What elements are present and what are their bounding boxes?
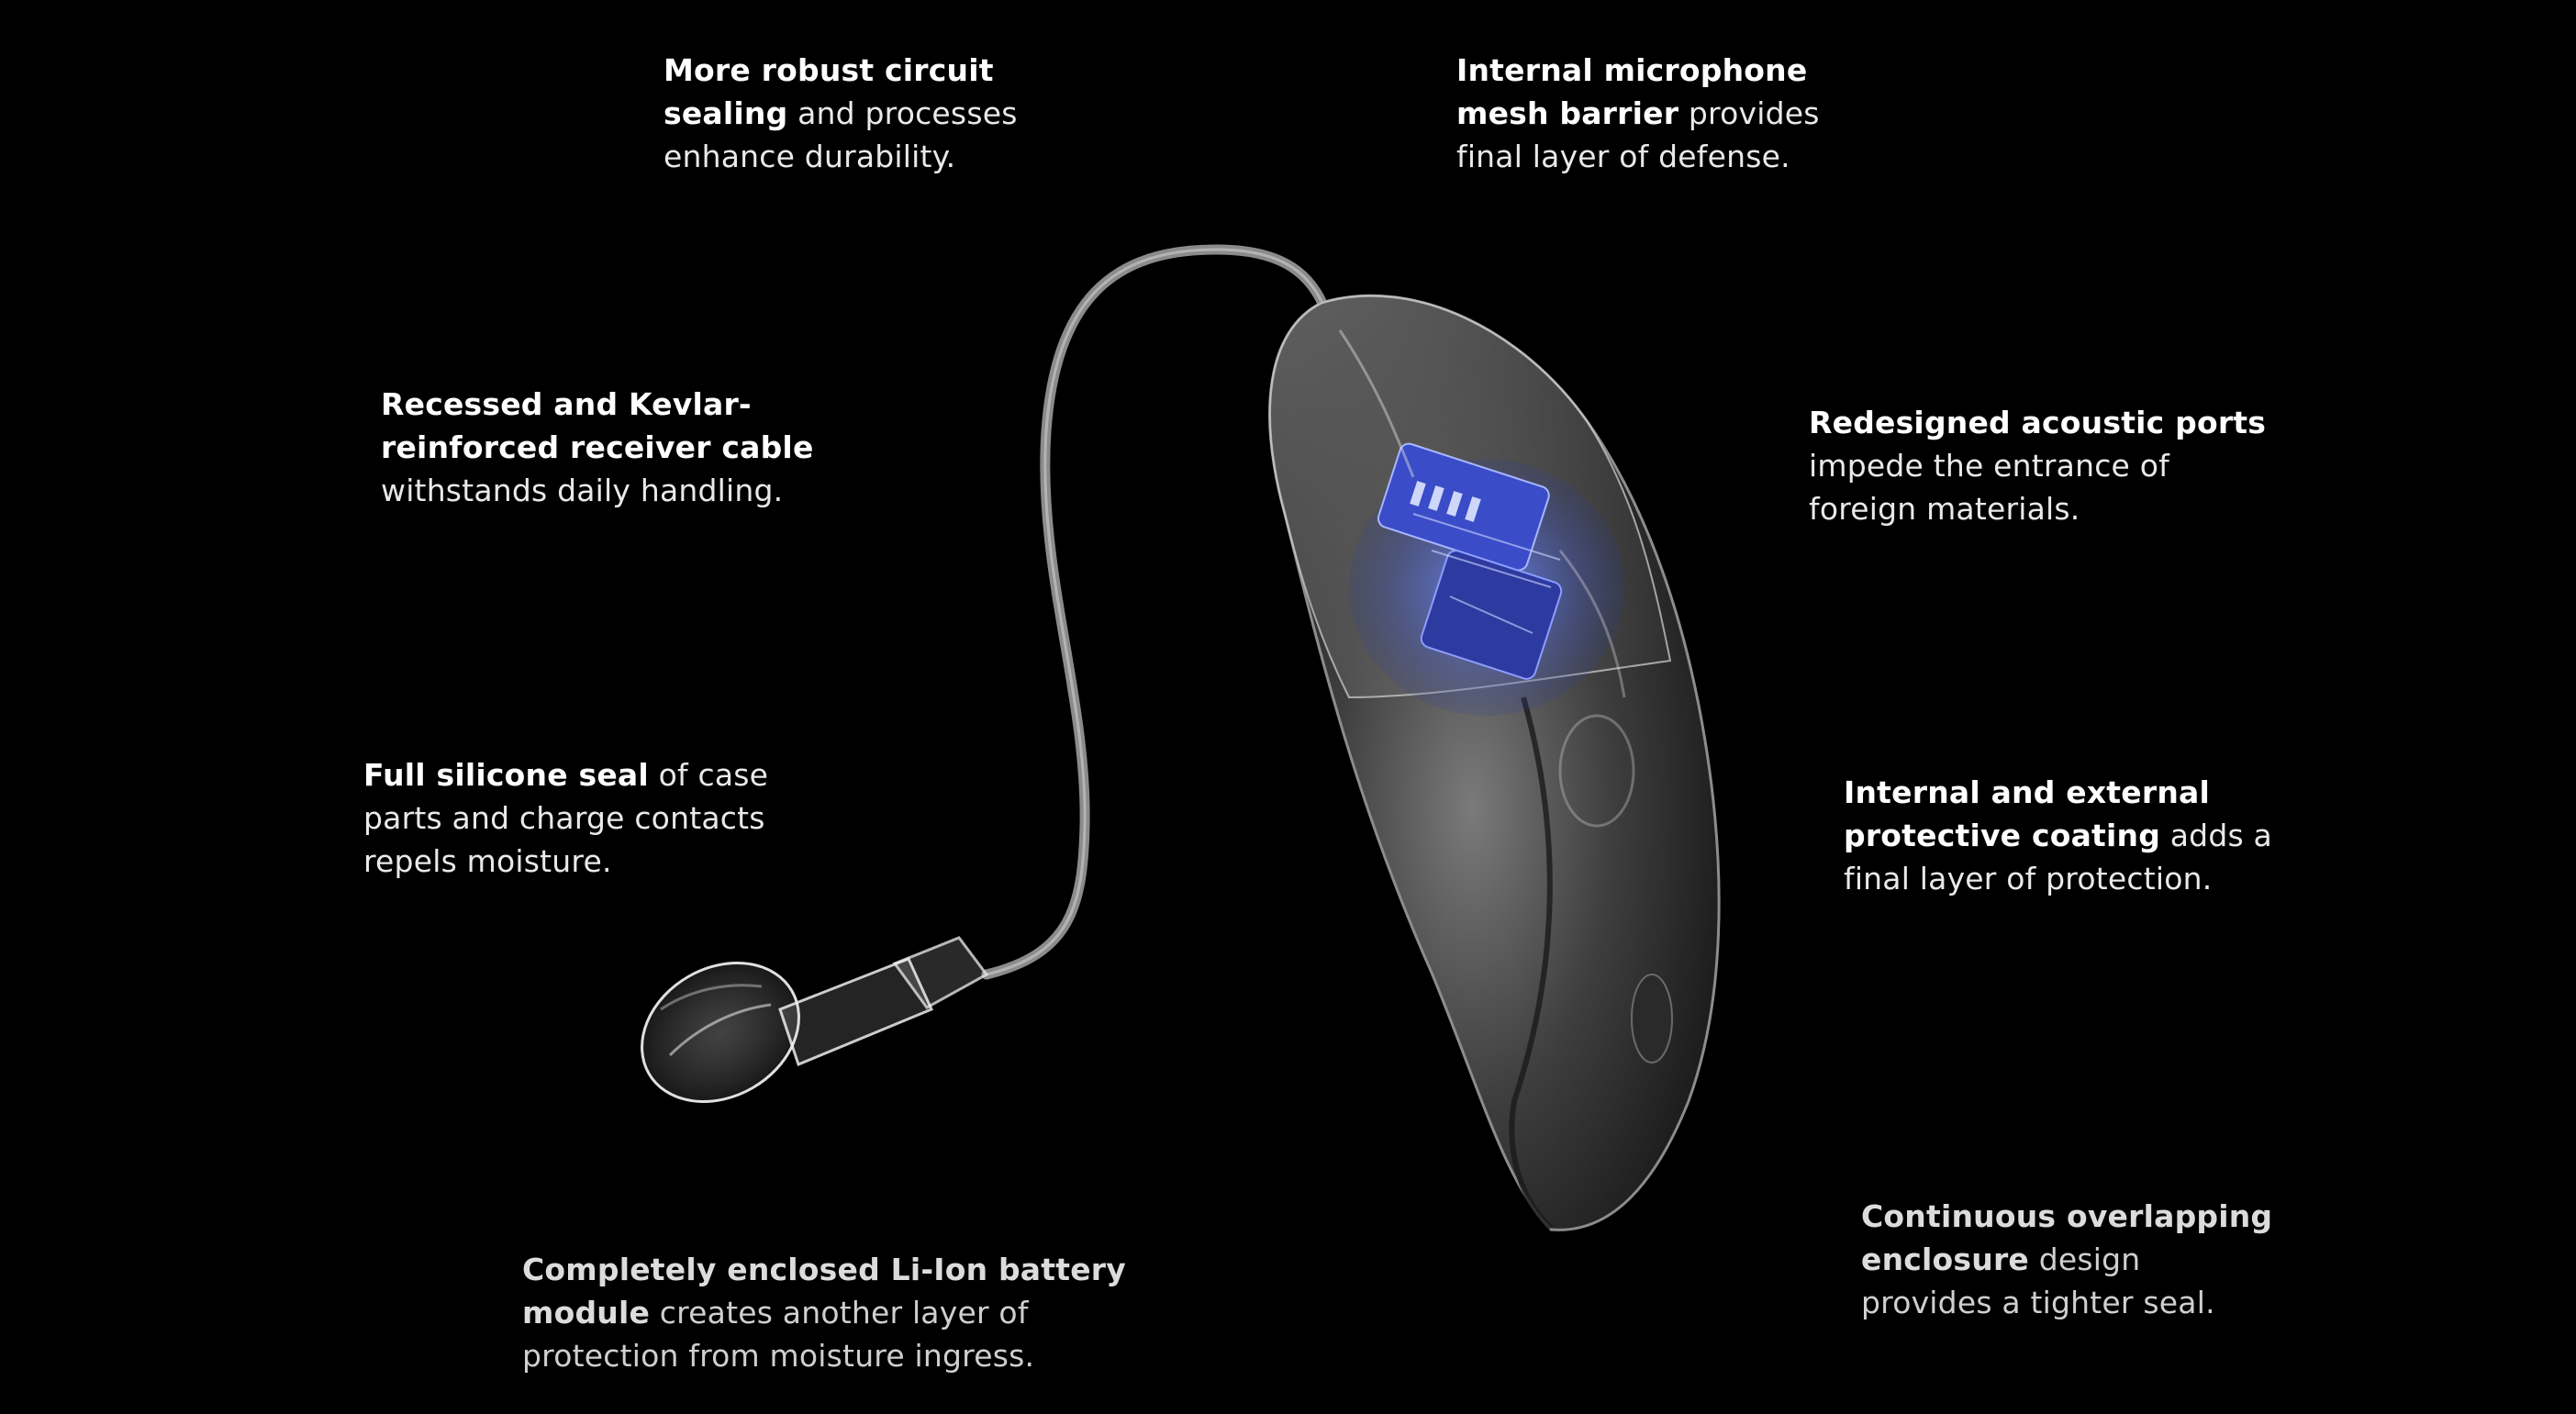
callout-receiver-cable-bold-2: reinforced receiver cable <box>381 429 814 465</box>
callout-protective-coating-bold-2: protective coating <box>1844 818 2161 853</box>
callout-protective-coating-text-2: adds a <box>2160 818 2272 853</box>
receiver-ear-dome <box>641 936 989 1103</box>
hearing-aid-body <box>1268 294 1721 1231</box>
callout-silicone-seal-text-1: of case <box>648 757 769 793</box>
callout-microphone-mesh-bold-1: Internal microphone <box>1456 52 1808 88</box>
callout-acoustic-ports: Redesigned acoustic ports impede the ent… <box>1809 401 2266 530</box>
callout-microphone-mesh-text-3: final layer of defense. <box>1456 139 1790 174</box>
callout-protective-coating: Internal and external protective coating… <box>1844 771 2272 900</box>
callout-silicone-seal-bold-1: Full silicone seal <box>363 757 649 793</box>
callout-acoustic-ports-text-2: impede the entrance of <box>1809 448 2169 484</box>
receiver-cable <box>981 244 1332 980</box>
callout-silicone-seal-text-2: parts and charge contacts <box>363 800 765 836</box>
callout-protective-coating-bold-1: Internal and external <box>1844 774 2211 810</box>
callout-receiver-cable-text-3: withstands daily handling. <box>381 473 784 508</box>
callout-microphone-mesh-text-2: provides <box>1678 95 1820 131</box>
callout-battery-module-text-2: creates another layer of <box>650 1295 1029 1330</box>
callout-circuit-sealing: More robust circuit sealing and processe… <box>664 49 1018 178</box>
callout-acoustic-ports-text-3: foreign materials. <box>1809 491 2080 527</box>
callout-receiver-cable-bold-1: Recessed and Kevlar- <box>381 386 752 422</box>
callout-overlapping-enclosure-bold-2: enclosure <box>1861 1241 2030 1277</box>
callout-circuit-sealing-bold-2: sealing <box>664 95 788 131</box>
callout-circuit-sealing-text-3: enhance durability. <box>664 139 956 174</box>
callout-microphone-mesh-bold-2: mesh barrier <box>1456 95 1679 131</box>
callout-overlapping-enclosure-text-3: provides a tighter seal. <box>1861 1285 2215 1320</box>
callout-circuit-sealing-text-2: and processes <box>787 95 1018 131</box>
callout-battery-module-text-3: protection from moisture ingress. <box>522 1338 1035 1374</box>
callout-overlapping-enclosure-bold-1: Continuous overlapping <box>1861 1198 2273 1234</box>
circuit-board <box>1349 442 1624 716</box>
callout-acoustic-ports-bold-1: Redesigned acoustic ports <box>1809 405 2267 440</box>
callout-protective-coating-text-3: final layer of protection. <box>1844 861 2213 896</box>
callout-overlapping-enclosure: Continuous overlapping enclosure design … <box>1861 1195 2272 1324</box>
callout-battery-module: Completely enclosed Li-Ion battery modul… <box>522 1248 1126 1377</box>
callout-microphone-mesh: Internal microphone mesh barrier provide… <box>1456 49 1820 178</box>
callout-battery-module-bold-1: Completely enclosed Li-Ion battery <box>522 1252 1126 1287</box>
callout-silicone-seal: Full silicone seal of case parts and cha… <box>363 753 768 883</box>
callout-circuit-sealing-bold-1: More robust circuit <box>664 52 994 88</box>
callout-silicone-seal-text-3: repels moisture. <box>363 843 612 879</box>
callout-battery-module-bold-2: module <box>522 1295 651 1330</box>
callout-receiver-cable: Recessed and Kevlar- reinforced receiver… <box>381 383 814 512</box>
callout-overlapping-enclosure-text-2: design <box>2029 1241 2141 1277</box>
